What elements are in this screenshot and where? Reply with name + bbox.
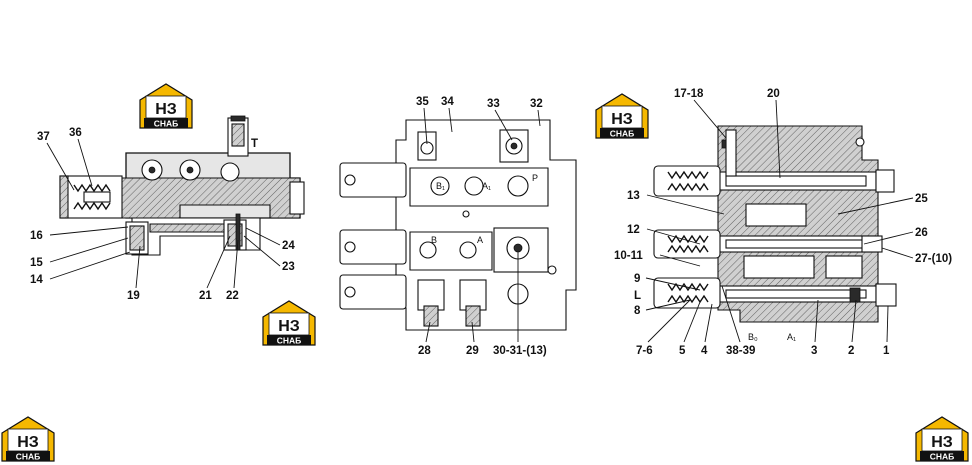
left-section-view — [59, 115, 305, 256]
label-21: 21 — [199, 290, 212, 302]
label-15: 15 — [30, 257, 43, 269]
label-9: 9 — [634, 273, 640, 285]
port-P: P — [532, 173, 538, 183]
label-5: 5 — [679, 345, 686, 357]
logo-caption: СНАБ — [16, 452, 41, 462]
label-17-18: 17-18 — [674, 88, 704, 100]
label-T: T — [251, 138, 258, 150]
middle-view-labels: 35 34 33 32 28 29 30-31-(13) — [416, 96, 547, 357]
middle-front-view: B₁ A₁ P B A — [339, 119, 577, 331]
label-4: 4 — [701, 345, 708, 357]
label-26: 26 — [915, 227, 928, 239]
label-L: L — [634, 290, 641, 302]
logo-bottom-right: НЗ СНАБ — [915, 416, 969, 462]
logo-mark: НЗ — [611, 111, 633, 128]
label-22: 22 — [226, 290, 239, 302]
port-A: A — [477, 235, 483, 245]
label-2: 2 — [848, 345, 854, 357]
logo-caption: СНАБ — [277, 336, 302, 346]
label-16: 16 — [30, 230, 43, 242]
label-30-31-13: 30-31-(13) — [493, 345, 547, 357]
label-29: 29 — [466, 345, 479, 357]
logo-mark: НЗ — [278, 318, 300, 335]
logo-mark: НЗ — [931, 434, 953, 451]
logo-mark: НЗ — [155, 101, 177, 118]
label-10-11: 10-11 — [614, 250, 643, 262]
label-36: 36 — [69, 127, 82, 139]
label-3: 3 — [811, 345, 817, 357]
label-13: 13 — [627, 190, 640, 202]
port-B1: B₁ — [436, 181, 445, 191]
label-32: 32 — [530, 98, 543, 110]
port-A1: A₁ — [482, 181, 491, 191]
label-25: 25 — [915, 193, 928, 205]
label-34: 34 — [441, 96, 454, 108]
label-28: 28 — [418, 345, 431, 357]
label-19: 19 — [127, 290, 140, 302]
label-38-39: 38-39 — [726, 345, 755, 357]
port-B0: B₀ — [748, 332, 758, 342]
label-7-6: 7-6 — [636, 345, 653, 357]
label-23: 23 — [282, 261, 295, 273]
port-B: B — [431, 235, 437, 245]
label-8: 8 — [634, 305, 641, 317]
logo-caption: СНАБ — [154, 119, 179, 129]
logo-top-right: НЗ СНАБ — [595, 93, 649, 139]
label-37: 37 — [37, 131, 50, 143]
label-27-10: 27-(10) — [915, 253, 952, 265]
label-33: 33 — [487, 98, 500, 110]
logo-caption: СНАБ — [610, 129, 635, 139]
label-35: 35 — [416, 96, 429, 108]
label-12: 12 — [627, 224, 640, 236]
left-view-labels: 37 36 16 15 14 19 21 22 23 24 T — [30, 127, 295, 302]
label-20: 20 — [767, 88, 780, 100]
right-view-labels: 17-18 20 13 25 12 26 10-11 27-(10) 9 L 8… — [614, 88, 952, 357]
logo-top-left: НЗ СНАБ — [139, 83, 193, 129]
port-A1-right: A₁ — [787, 332, 796, 342]
logo-mark: НЗ — [17, 434, 39, 451]
label-1: 1 — [883, 345, 890, 357]
label-24: 24 — [282, 240, 295, 252]
right-section-view: B₀ A₁ — [653, 125, 897, 342]
logo-center: НЗ СНАБ — [262, 300, 316, 346]
label-14: 14 — [30, 274, 43, 286]
logo-caption: СНАБ — [930, 452, 955, 462]
logo-bottom-left: НЗ СНАБ — [1, 416, 55, 462]
